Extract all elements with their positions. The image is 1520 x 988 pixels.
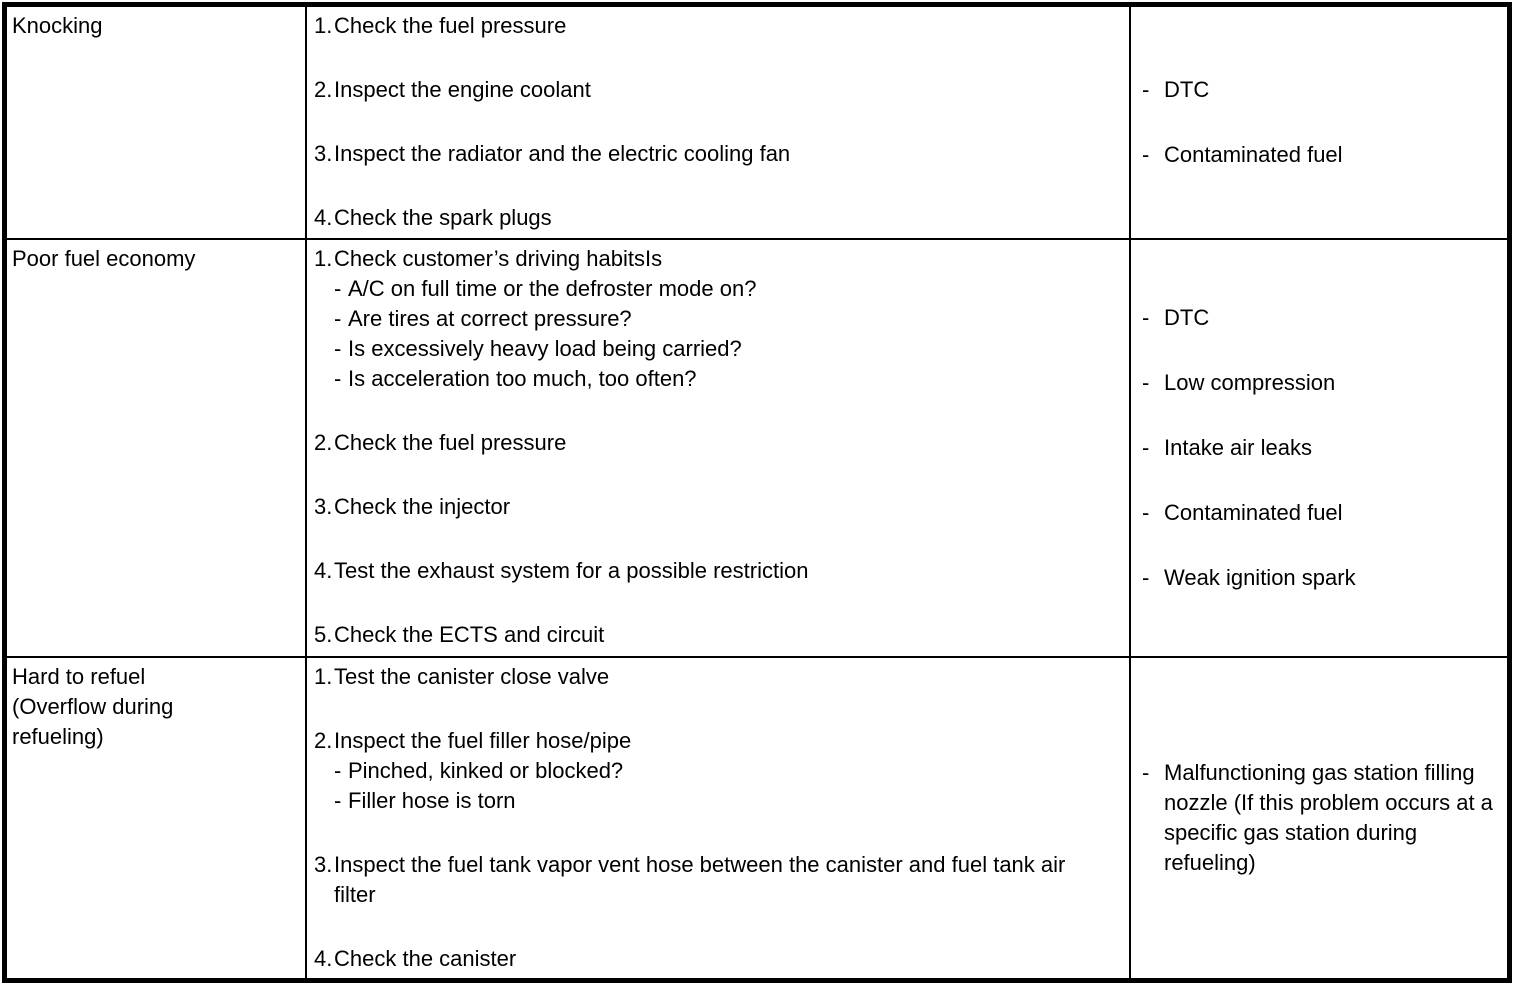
step-number: 5. xyxy=(314,622,333,647)
step-text: Test the exhaust system for a possible r… xyxy=(334,558,809,583)
cause-text: DTC xyxy=(1164,305,1210,330)
step-text: Check the canister xyxy=(334,946,517,971)
cause-item: -Contaminated fuel xyxy=(1142,498,1501,528)
step-number: 1. xyxy=(314,13,333,38)
step-text: Check customer’s driving habitsIs xyxy=(334,246,663,271)
step-number: 1. xyxy=(314,246,333,271)
step-item: 1.Check customer’s driving habitsIs -A/C… xyxy=(314,244,1104,394)
step-number: 3. xyxy=(314,141,333,166)
step-number: 3. xyxy=(314,494,333,519)
cause-item: -Contaminated fuel xyxy=(1142,140,1501,170)
step-number: 4. xyxy=(314,946,333,971)
causes-cell: -Malfunctioning gas station filling nozz… xyxy=(1131,658,1507,978)
cause-text: Weak ignition spark xyxy=(1164,565,1356,590)
step-text: Check the spark plugs xyxy=(334,205,552,230)
sub-check-item: -Pinched, kinked or blocked? xyxy=(334,756,1104,786)
step-item: 2.Check the fuel pressure xyxy=(314,428,1104,458)
step-item: 3.Inspect the fuel tank vapor vent hose … xyxy=(314,850,1104,910)
sub-check-text: Is acceleration too much, too often? xyxy=(348,366,697,391)
sub-check-text: A/C on full time or the defroster mode o… xyxy=(348,276,757,301)
sub-check-item: -Are tires at correct pressure? xyxy=(334,304,1104,334)
dash-bullet: - xyxy=(1142,77,1150,102)
inspection-cell: 1.Check customer’s driving habitsIs -A/C… xyxy=(307,240,1131,658)
step-text: Check the fuel pressure xyxy=(334,430,567,455)
step-text: Check the fuel pressure xyxy=(334,13,567,38)
dash-bullet: - xyxy=(1142,760,1150,785)
cause-text: Intake air leaks xyxy=(1164,435,1312,460)
causes-cell: -DTC -Low compression -Intake air leaks … xyxy=(1131,240,1507,658)
cause-text: Low compression xyxy=(1164,370,1336,395)
causes-cell: -DTC -Contaminated fuel xyxy=(1131,7,1507,240)
symptom-cell: Hard to refuel (Overflow during refuelin… xyxy=(7,658,307,978)
sub-check-item: -Is excessively heavy load being carried… xyxy=(334,334,1104,364)
dash-bullet: - xyxy=(334,788,342,813)
step-item: 4.Test the exhaust system for a possible… xyxy=(314,556,1104,586)
sub-check-item: -A/C on full time or the defroster mode … xyxy=(334,274,1104,304)
cause-text: Malfunctioning gas station filling nozzl… xyxy=(1164,760,1493,875)
cause-text: Contaminated fuel xyxy=(1164,500,1343,525)
symptom-cell: Poor fuel economy xyxy=(7,240,307,658)
symptom-cell: Knocking xyxy=(7,7,307,240)
dash-bullet: - xyxy=(1142,142,1150,167)
step-number: 2. xyxy=(314,77,333,102)
step-item: 2.Inspect the fuel filler hose/pipe -Pin… xyxy=(314,726,1104,816)
dash-bullet: - xyxy=(1142,435,1150,460)
dash-bullet: - xyxy=(334,276,342,301)
step-number: 2. xyxy=(314,430,333,455)
step-item: 1.Test the canister close valve xyxy=(314,662,1104,692)
sub-check-item: -Filler hose is torn xyxy=(334,786,1104,816)
step-text: Check the injector xyxy=(334,494,511,519)
step-text: Check the ECTS and circuit xyxy=(334,622,605,647)
dash-bullet: - xyxy=(1142,370,1150,395)
step-text: Inspect the radiator and the electric co… xyxy=(334,141,791,166)
inspection-cell: 1.Check the fuel pressure 2.Inspect the … xyxy=(307,7,1131,240)
cause-item: -Malfunctioning gas station filling nozz… xyxy=(1142,758,1501,878)
step-text: Inspect the fuel tank vapor vent hose be… xyxy=(334,852,1066,907)
step-item: 4.Check the spark plugs xyxy=(314,203,1104,233)
cause-item: -Low compression xyxy=(1142,368,1501,398)
cause-text: Contaminated fuel xyxy=(1164,142,1343,167)
step-number: 2. xyxy=(314,728,333,753)
dash-bullet: - xyxy=(1142,565,1150,590)
step-item: 5.Check the ECTS and circuit xyxy=(314,620,1104,650)
cause-item: -DTC xyxy=(1142,303,1501,333)
dash-bullet: - xyxy=(334,306,342,331)
cause-item: -DTC xyxy=(1142,75,1501,105)
cause-item: -Intake air leaks xyxy=(1142,433,1501,463)
dash-bullet: - xyxy=(334,366,342,391)
cause-text: DTC xyxy=(1164,77,1210,102)
step-number: 1. xyxy=(314,664,333,689)
step-number: 4. xyxy=(314,205,333,230)
dash-bullet: - xyxy=(1142,500,1150,525)
step-item: 2.Inspect the engine coolant xyxy=(314,75,1104,105)
sub-check-text: Is excessively heavy load being carried? xyxy=(348,336,742,361)
sub-check-text: Pinched, kinked or blocked? xyxy=(348,758,624,783)
dash-bullet: - xyxy=(1142,305,1150,330)
step-text: Inspect the fuel filler hose/pipe xyxy=(334,728,632,753)
step-item: 3.Inspect the radiator and the electric … xyxy=(314,139,1104,169)
step-text: Inspect the engine coolant xyxy=(334,77,591,102)
step-number: 4. xyxy=(314,558,333,583)
step-item: 3.Check the injector xyxy=(314,492,1104,522)
sub-check-text: Are tires at correct pressure? xyxy=(348,306,632,331)
dash-bullet: - xyxy=(334,336,342,361)
sub-check-item: -Is acceleration too much, too often? xyxy=(334,364,1104,394)
step-item: 1.Check the fuel pressure xyxy=(314,11,1104,41)
dash-bullet: - xyxy=(334,758,342,783)
inspection-cell: 1.Test the canister close valve 2.Inspec… xyxy=(307,658,1131,978)
sub-check-text: Filler hose is torn xyxy=(348,788,516,813)
step-number: 3. xyxy=(314,852,333,877)
step-item: 4.Check the canister xyxy=(314,944,1104,974)
cause-item: -Weak ignition spark xyxy=(1142,563,1501,593)
step-text: Test the canister close valve xyxy=(334,664,610,689)
